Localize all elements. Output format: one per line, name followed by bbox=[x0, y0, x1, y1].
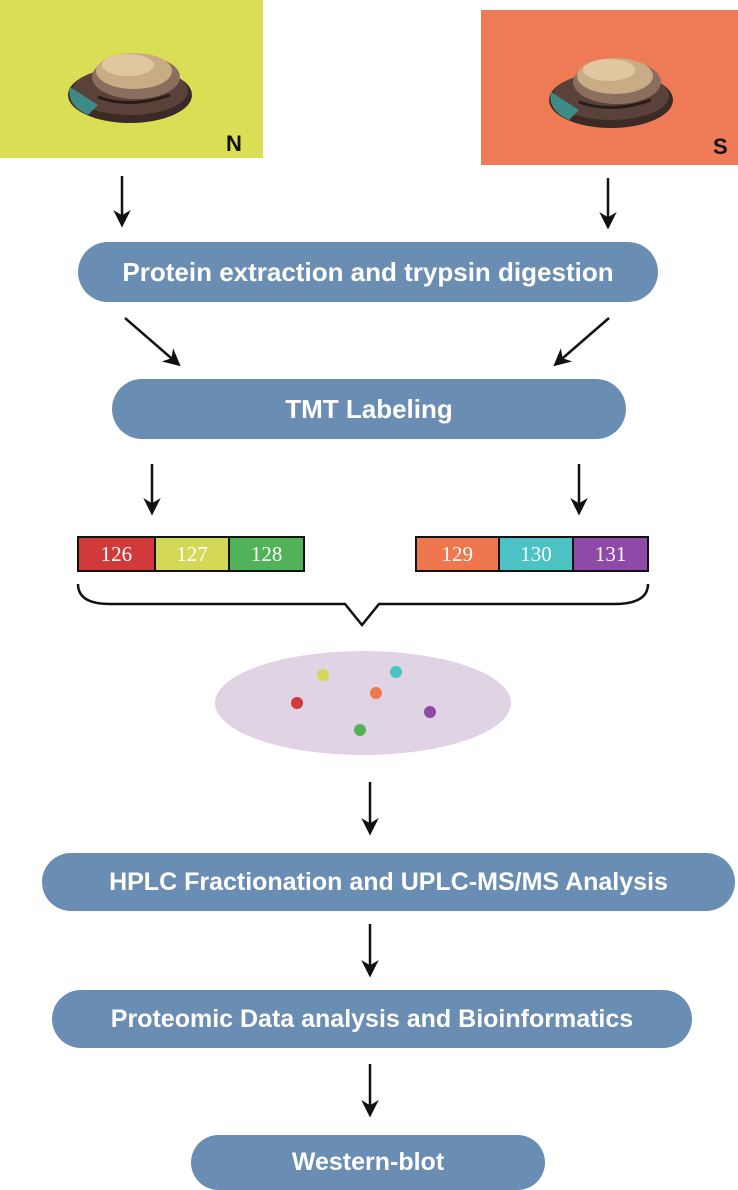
sample-n-box: N bbox=[0, 0, 263, 158]
tmt-tag: 128 bbox=[228, 538, 303, 570]
tmt-tag: 131 bbox=[572, 538, 648, 570]
tmt-tag: 130 bbox=[497, 538, 573, 570]
sample-s-box: S bbox=[481, 10, 738, 165]
brace bbox=[76, 583, 650, 627]
dot-128 bbox=[354, 724, 366, 736]
arrow-extraction-to-labeling-right bbox=[553, 317, 610, 367]
step-proteomic: Proteomic Data analysis and Bioinformati… bbox=[52, 990, 692, 1048]
sample-letter-s: S bbox=[713, 134, 728, 159]
sample-letter-n: N bbox=[226, 131, 242, 156]
step-extraction: Protein extraction and trypsin digestion bbox=[78, 242, 658, 302]
dot-127 bbox=[317, 669, 329, 681]
arrow-extraction-to-labeling-left bbox=[124, 317, 181, 367]
tmt-tag: 127 bbox=[153, 538, 229, 570]
tmt-group-n: 126 127 128 bbox=[77, 536, 305, 572]
dot-130 bbox=[390, 666, 402, 678]
step-labeling: TMT Labeling bbox=[112, 379, 626, 439]
step-hplc: HPLC Fractionation and UPLC-MS/MS Analys… bbox=[42, 853, 735, 911]
tmt-group-s: 129 130 131 bbox=[415, 536, 649, 572]
tmt-tag: 126 bbox=[79, 538, 154, 570]
step-western: Western-blot bbox=[191, 1135, 545, 1190]
pooled-sample-ellipse bbox=[215, 651, 511, 755]
dot-129 bbox=[370, 687, 382, 699]
dot-131 bbox=[424, 706, 436, 718]
dot-126 bbox=[291, 697, 303, 709]
abalone-image bbox=[549, 58, 673, 128]
tmt-tag: 129 bbox=[417, 538, 498, 570]
abalone-image bbox=[68, 53, 192, 123]
